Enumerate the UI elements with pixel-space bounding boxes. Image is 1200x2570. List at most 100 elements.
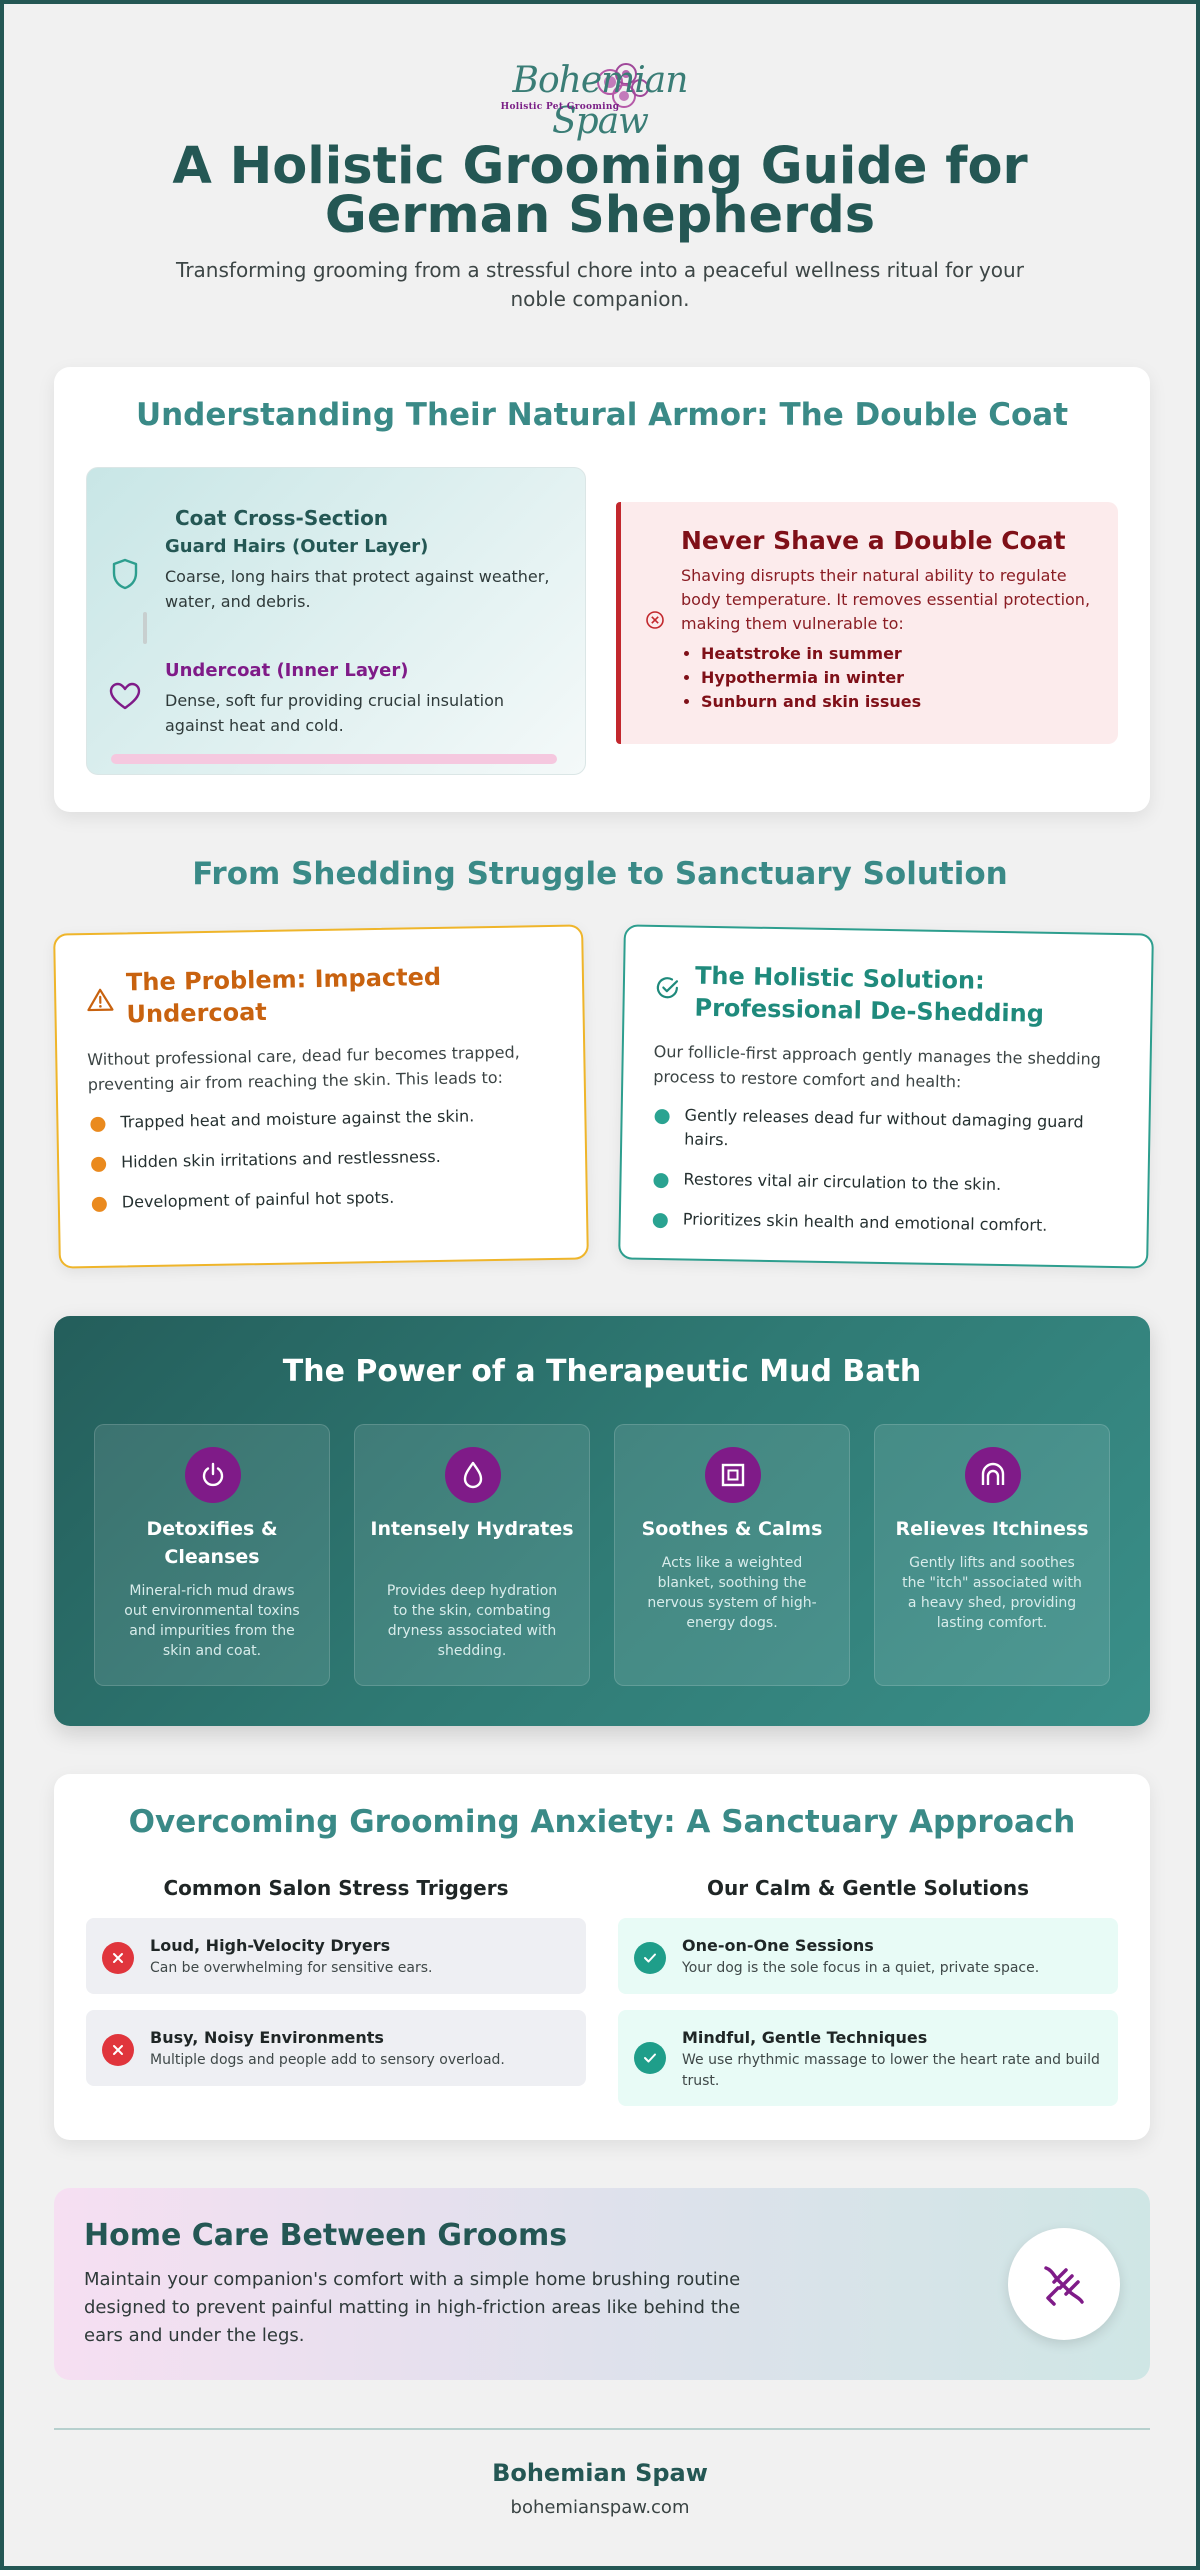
bullet-dot (90, 1116, 106, 1133)
anxiety-card: Overcoming Grooming Anxiety: A Sanctuary… (54, 1774, 1150, 2140)
list-item: Development of painful hot spots. (90, 1183, 560, 1215)
coat-cross-section: Coat Cross-Section Guard Hairs (Outer La… (86, 467, 586, 775)
list-item: Trapped heat and moisture against the sk… (88, 1103, 558, 1135)
solution-item-title: One-on-One Sessions (682, 1936, 874, 1955)
brush-icon (1008, 2228, 1120, 2340)
trigger-item: Loud, High-Velocity Dryers Can be overwh… (86, 1918, 586, 1994)
warning-title: Never Shave a Double Coat (681, 526, 1066, 555)
trigger-title: Loud, High-Velocity Dryers (150, 1936, 391, 1955)
warning-list: Heatstroke in summer Hypothermia in wint… (681, 642, 921, 714)
solution-item: Mindful, Gentle Techniques We use rhythm… (618, 2010, 1118, 2106)
page-title: A Holistic Grooming Guide for German She… (172, 137, 1028, 245)
problem-title: The Problem: Impacted Undercoat (125, 962, 442, 1029)
footer-url-link[interactable]: bohemianspaw.com (510, 2497, 690, 2518)
solution-item-desc: Your dog is the sole focus in a quiet, p… (682, 1960, 1040, 1976)
list-item: Restores vital air circulation to the sk… (651, 1167, 1121, 1199)
benefit-title: Soothes & Calms (641, 1518, 823, 1540)
power-icon (185, 1447, 241, 1503)
benefit-title: Relieves Itchiness (895, 1518, 1089, 1540)
flower-icon (597, 63, 649, 108)
home-care-title: Home Care Between Grooms (84, 2218, 568, 2253)
double-coat-title: Understanding Their Natural Armor: The D… (135, 397, 1069, 433)
x-circle-icon (646, 611, 664, 629)
square-icon (705, 1447, 761, 1503)
home-care-card: Home Care Between Grooms Maintain your c… (54, 2188, 1150, 2380)
list-item-text: Hidden skin irritations and restlessness… (120, 1146, 441, 1172)
guard-hairs-label: Guard Hairs (Outer Layer) (165, 536, 429, 557)
solutions-heading: Our Calm & Gentle Solutions (706, 1876, 1029, 1900)
undercoat-label: Undercoat (Inner Layer) (165, 660, 409, 681)
mud-bath-title: The Power of a Therapeutic Mud Bath (282, 1354, 922, 1389)
logo[interactable]: Bohemian Spaw Holistic Pet Grooming (54, 56, 1146, 142)
layer-divider (143, 612, 147, 644)
droplet-icon (445, 1447, 501, 1503)
trigger-item: Busy, Noisy Environments Multiple dogs a… (86, 2010, 586, 2086)
footer-brand: Bohemian Spaw (492, 2459, 708, 2487)
solution-item: One-on-One Sessions Your dog is the sole… (618, 1918, 1118, 1994)
warning-text: Shaving disrupts their natural ability t… (681, 566, 1091, 633)
benefit-desc: Mineral-rich mud draws out environmental… (124, 1583, 300, 1659)
benefit-desc: Gently lifts and soothes the "itch" asso… (902, 1555, 1082, 1631)
solution-list: Gently releases dead fur without damagin… (650, 1103, 1122, 1255)
anxiety-title: Overcoming Grooming Anxiety: A Sanctuary… (128, 1804, 1076, 1840)
list-item-text: Restores vital air circulation to the sk… (683, 1169, 1002, 1195)
trigger-title: Busy, Noisy Environments (150, 2028, 384, 2047)
mud-bath-card: The Power of a Therapeutic Mud Bath Deto… (54, 1316, 1150, 1726)
list-item: Sunburn and skin issues (701, 690, 921, 714)
solution-title: The Holistic Solution: Professional De-S… (694, 961, 1045, 1028)
benefit-card-relieves: Relieves Itchiness Gently lifts and soot… (874, 1424, 1110, 1686)
bullet-dot (654, 1108, 670, 1125)
list-item-text: Trapped heat and moisture against the sk… (120, 1106, 475, 1132)
benefit-card-soothes: Soothes & Calms Acts like a weighted bla… (614, 1424, 850, 1686)
bullet-dot (91, 1156, 107, 1173)
solution-card: The Holistic Solution: Professional De-S… (618, 924, 1154, 1269)
solution-item-title: Mindful, Gentle Techniques (682, 2028, 928, 2047)
benefit-card-detoxifies: Detoxifies & Cleanses Mineral-rich mud d… (94, 1424, 330, 1686)
warning-triangle-icon (87, 988, 114, 1012)
check-icon (634, 2042, 666, 2074)
check-circle-icon (656, 977, 679, 999)
guard-hairs-desc: Coarse, long hairs that protect against … (165, 567, 550, 611)
bullet-dot (91, 1196, 107, 1213)
shield-icon (112, 558, 138, 590)
check-icon (634, 1942, 666, 1974)
benefit-desc: Provides deep hydration to the skin, com… (386, 1583, 558, 1659)
arches-icon (965, 1447, 1021, 1503)
benefit-title: Intensely Hydrates (370, 1518, 574, 1540)
problem-list: Trapped heat and moisture against the sk… (88, 1103, 560, 1231)
trigger-desc: Can be overwhelming for sensitive ears. (150, 1960, 433, 1976)
triggers-heading: Common Salon Stress Triggers (163, 1876, 509, 1900)
undercoat-desc: Dense, soft fur providing crucial insula… (165, 691, 505, 735)
solution-item-desc: We use rhythmic massage to lower the hea… (682, 2052, 1100, 2089)
page: Bohemian Spaw Holistic Pet Grooming A Ho… (4, 4, 1196, 314)
logo-name: Bohemian Spaw (512, 60, 689, 142)
list-item-text: Prioritizes skin health and emotional co… (682, 1209, 1048, 1235)
shedding-title: From Shedding Struggle to Sanctuary Solu… (192, 856, 1008, 892)
bullet-dot (652, 1212, 668, 1229)
coat-layer-bar (111, 754, 557, 764)
problem-card: The Problem: Impacted Undercoat Without … (53, 924, 589, 1269)
page-subtitle: Transforming grooming from a stressful c… (176, 258, 1024, 311)
list-item-text: Development of painful hot spots. (121, 1187, 395, 1212)
benefit-desc: Acts like a weighted blanket, soothing t… (647, 1555, 817, 1631)
home-care-text: Maintain your companion's comfort with a… (84, 2269, 741, 2346)
benefit-title: Detoxifies & Cleanses (146, 1518, 278, 1568)
list-item: Hypothermia in winter (701, 666, 921, 690)
never-shave-warning: Never Shave a Double Coat Shaving disrup… (616, 502, 1118, 744)
cross-section-title: Coat Cross-Section (175, 506, 389, 530)
logo-tagline: Holistic Pet Grooming (500, 102, 620, 112)
double-coat-card: Understanding Their Natural Armor: The D… (54, 367, 1150, 812)
list-item: Heatstroke in summer (701, 642, 921, 666)
x-icon (102, 1942, 134, 1974)
bullet-dot (653, 1172, 669, 1189)
footer-divider (54, 2428, 1150, 2430)
trigger-desc: Multiple dogs and people add to sensory … (150, 2052, 505, 2068)
list-item: Prioritizes skin health and emotional co… (651, 1207, 1121, 1239)
x-icon (102, 2034, 134, 2066)
list-item-text: Gently releases dead fur without damagin… (684, 1105, 1084, 1150)
solution-intro: Our follicle-first approach gently manag… (653, 1041, 1102, 1092)
list-item: Gently releases dead fur without damagin… (652, 1103, 1123, 1159)
list-item: Hidden skin irritations and restlessness… (89, 1143, 559, 1175)
heart-icon (109, 682, 141, 710)
benefit-card-hydrates: Intensely Hydrates Provides deep hydrati… (354, 1424, 590, 1686)
